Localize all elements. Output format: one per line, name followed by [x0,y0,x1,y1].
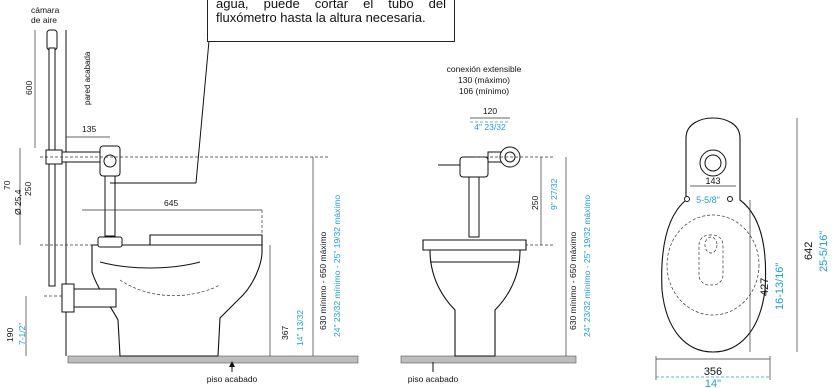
air-chamber-label-2: de aire [31,15,57,25]
drain-outline [698,234,724,286]
dim-645: 645 [164,198,178,208]
height-range-mm: 630 mínimo - 650 máximo [318,231,328,330]
mount-hole-left [684,196,690,202]
dim-135: 135 [82,124,96,134]
front-valve-body [459,156,489,178]
air-chamber-label-1: cámara [31,5,60,15]
side-view: piso acabado pared acabada cámara de air… [2,5,359,384]
dim-367: 367 [280,326,290,340]
bowl-rim-curve [99,261,201,269]
drain-hole [704,236,718,254]
bowl-top-outline [661,117,767,353]
dim-5-5-8: 5-5/8" [696,195,720,205]
dim-70: 70 [2,180,12,190]
dim-120-inches: 4" 23/32 [474,122,506,132]
height-range-inches-front: 24" 23/32 mínimo - 25" 19/32 máximo [582,195,592,337]
dim-600: 600 [24,81,34,95]
front-flush-tube [468,176,480,238]
finished-wall-label: pared acabada [83,51,92,105]
dim-427-inches: 16-13/16" [774,263,786,310]
leader-to-note [195,29,213,184]
outlet-pipe [73,288,117,308]
height-range-mm-front: 630 mínimo - 650 máximo [568,231,578,330]
floor-label-front: piso acabado [408,374,459,384]
toilet-bowl-side [91,244,263,357]
dim-250-front-inches: 9" 27/32 [549,178,559,210]
front-view: piso acabado conexión extensible 130 (má… [400,64,592,384]
supply-elbow [45,149,63,165]
floor-label: piso acabado [207,374,258,384]
dim-250-front: 250 [530,196,540,210]
air-chamber [46,29,58,51]
dim-190: 190 [5,328,15,342]
floor-slab [67,355,359,364]
dim-143: 143 [705,176,720,186]
dim-427: 427 [759,278,771,296]
flush-tube [104,175,116,237]
supply-pipe [48,47,56,287]
outlet-flange [61,283,75,313]
top-spud-inner [704,154,722,172]
instruction-note: agua, puede cortar el tubo del fluxómetr… [207,0,455,42]
top-view: 143 5-5/8" 427 16-13/16" 642 25-5/16" 35… [655,117,830,388]
dim-250: 250 [23,182,33,196]
bowl-water-outline [666,214,760,316]
dim-356: 356 [704,366,722,378]
floor-slab-front [400,355,577,364]
height-range-inches: 24" 23/32 mínimo - 25" 19/32 máximo [332,195,342,337]
dim-diameter: Ø 25,4 [13,189,23,215]
dim-367-inches: 14" 13/32 [295,310,305,346]
trapway-outline [119,279,221,297]
ext-min-label: 106 (mínimo) [459,86,509,96]
ext-connection-label: conexión extensible [447,64,522,74]
dim-120: 120 [483,106,497,116]
front-seat [422,239,527,251]
dim-642-inches: 25-5/16" [818,231,830,272]
dim-642: 642 [803,242,815,260]
toilet-seat-side [149,234,263,246]
ext-max-label: 130 (máximo) [458,75,510,85]
flush-valve-handle [103,154,117,168]
dim-190-inches: 7-1/2" [17,323,27,345]
dim-356-inches: 14" [705,378,721,388]
mount-hole-right [727,196,733,202]
front-bowl [429,249,521,357]
spud-connector [97,236,123,248]
